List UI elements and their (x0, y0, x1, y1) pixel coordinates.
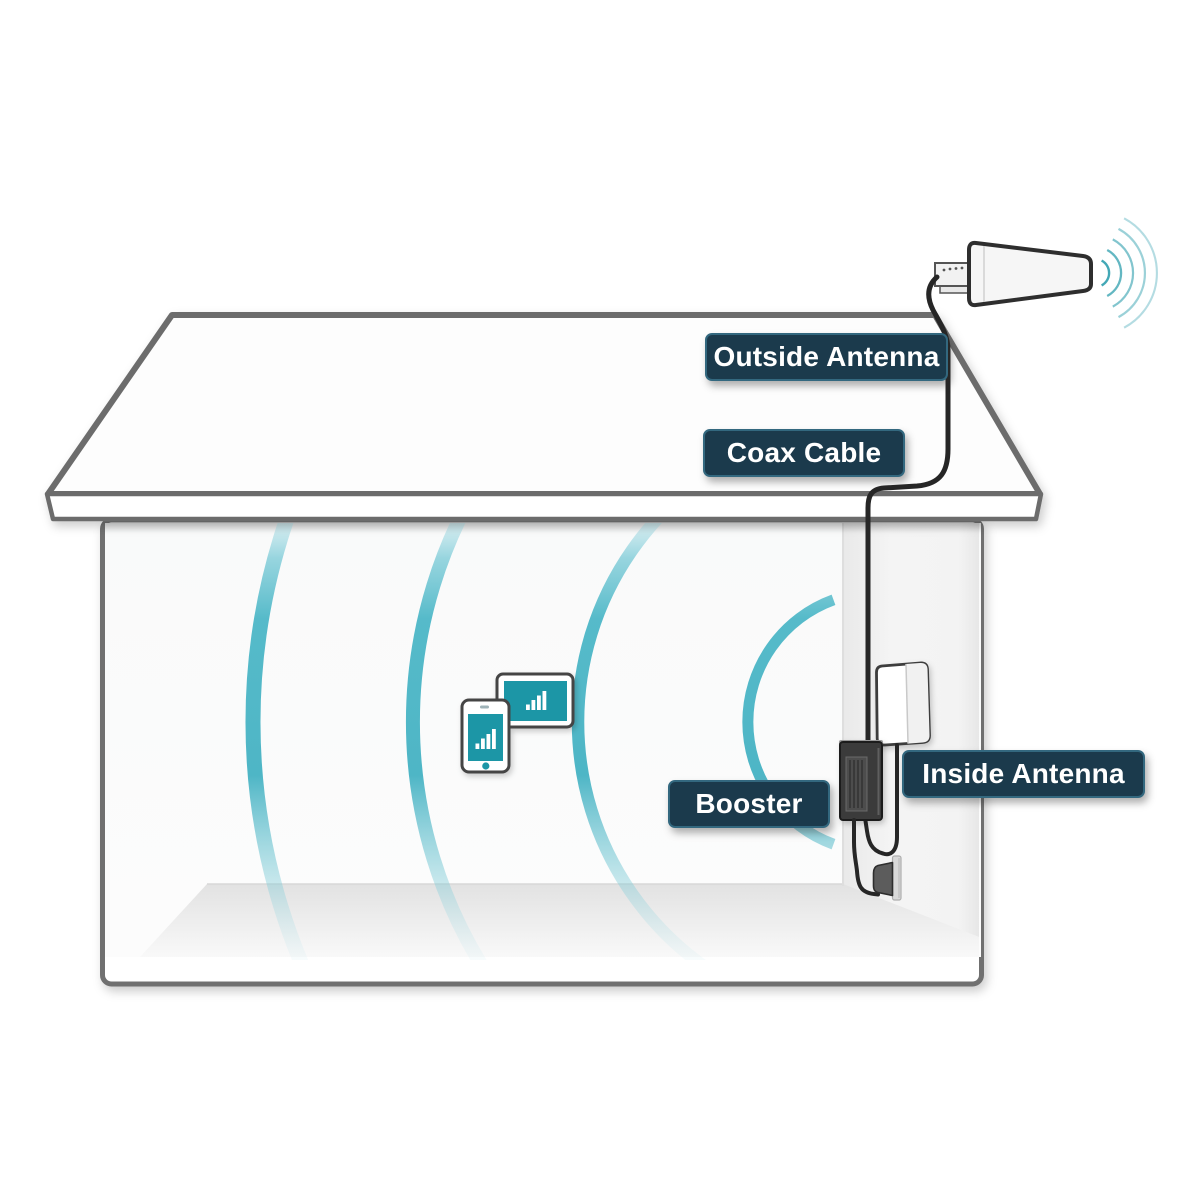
phone-home-button (482, 762, 490, 770)
inside-unit (839, 661, 931, 901)
outside-antenna-assembly (934, 217, 1158, 329)
power-plug-icon (872, 861, 894, 897)
smartphone-icon (460, 698, 511, 774)
outside-antenna-label: Outside Antenna (705, 333, 948, 381)
signal-bars-icon (526, 691, 547, 710)
coax-cable-line (865, 274, 951, 744)
booster-unit-icon (839, 740, 883, 821)
wall-outlet-icon (891, 855, 902, 901)
panel-antenna-icon (875, 661, 931, 747)
directional-antenna-icon (967, 240, 1093, 308)
booster-label-text: Booster (695, 788, 803, 819)
signal-arc-medium (571, 523, 706, 960)
power-cord (852, 818, 880, 897)
phone-speaker (480, 705, 489, 709)
signal-arc-large (405, 523, 487, 960)
coax-cable-label-text: Coax Cable (726, 437, 882, 468)
inside-antenna-label: Inside Antenna (902, 750, 1145, 798)
antenna-booster-cable (863, 743, 899, 857)
inside-antenna-label-text: Inside Antenna (922, 758, 1125, 789)
mobile-devices (460, 672, 575, 774)
outside-antenna-label-text: Outside Antenna (713, 341, 940, 372)
signal-arc-outer (245, 523, 309, 960)
booster-label: Booster (668, 780, 830, 828)
interior-floor (140, 884, 979, 957)
roof-fascia (44, 491, 1044, 522)
soffit-shadow (105, 523, 981, 533)
signal-bars-icon (475, 729, 496, 749)
tablet-icon (495, 672, 575, 729)
outdoor-signal-waves-icon (1100, 217, 1158, 329)
coax-cable-label: Coax Cable (703, 429, 905, 477)
